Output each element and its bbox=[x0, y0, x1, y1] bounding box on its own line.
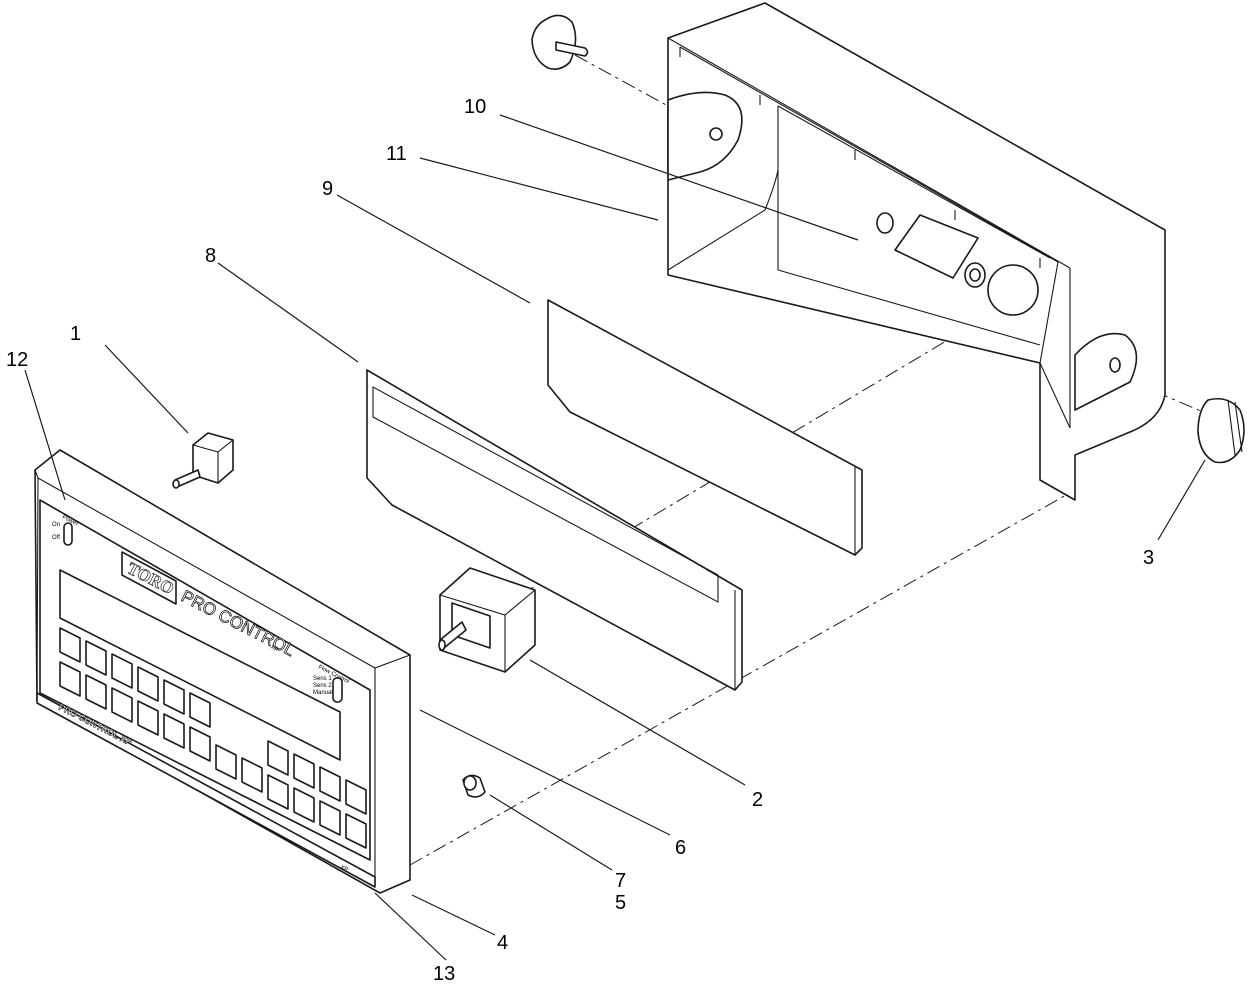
callout-13: 13 bbox=[433, 963, 455, 985]
callout-11: 11 bbox=[386, 143, 407, 165]
callout-7: 7 bbox=[615, 870, 626, 892]
leader-lines bbox=[24, 114, 1206, 961]
switch-1 bbox=[172, 432, 234, 489]
keypad bbox=[59, 627, 367, 849]
power-switch bbox=[63, 522, 73, 546]
switch-2 bbox=[438, 567, 536, 673]
callout-3: 3 bbox=[1143, 547, 1154, 569]
flow-option-1: Sens 1 bbox=[313, 676, 332, 682]
front-panel: TORO PRO CONTROL XP Power On Off Flow Co… bbox=[34, 449, 411, 894]
callout-2: 2 bbox=[752, 789, 763, 811]
knob-top bbox=[531, 14, 589, 70]
power-off-label: Off bbox=[52, 535, 60, 541]
flow-switch bbox=[332, 677, 343, 703]
callout-12: 12 bbox=[6, 349, 28, 371]
callout-1: 1 bbox=[70, 323, 81, 345]
callout-10: 10 bbox=[464, 96, 486, 118]
product-suffix: XP bbox=[269, 644, 279, 653]
gasket-9 bbox=[547, 299, 863, 556]
spacer-7 bbox=[462, 774, 486, 798]
panel-8 bbox=[366, 369, 743, 691]
callout-6: 6 bbox=[675, 837, 686, 859]
callouts: 1 2 3 4 5 6 7 8 9 10 11 12 13 bbox=[6, 96, 1154, 985]
flow-option-3: Manual bbox=[313, 690, 333, 696]
callout-8: 8 bbox=[205, 245, 216, 267]
callout-5: 5 bbox=[615, 892, 626, 914]
power-on-label: On bbox=[52, 522, 60, 528]
flow-option-2: Sens 2 bbox=[313, 683, 332, 689]
corner-mark: XP bbox=[339, 864, 349, 873]
callout-9: 9 bbox=[322, 178, 333, 200]
callout-4: 4 bbox=[497, 932, 508, 954]
rear-enclosure bbox=[667, 2, 1166, 501]
knob-right bbox=[1197, 397, 1245, 464]
